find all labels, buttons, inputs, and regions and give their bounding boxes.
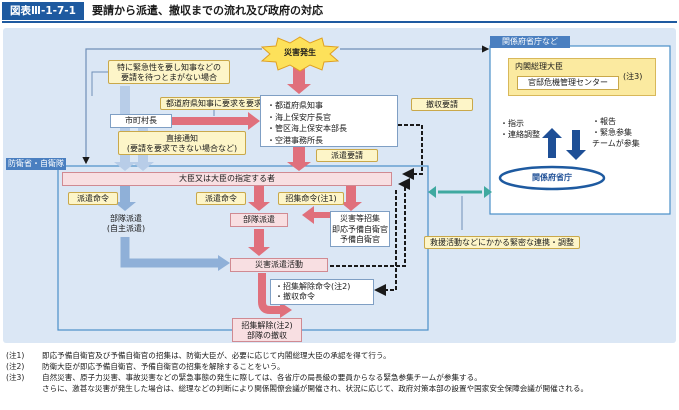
coordination-box: 救援活動などにかかる緊密な連携・調整 [424,236,580,249]
note-3: (注3) 自然災害、原子力災害、事故災害などの緊急事態の発生に際しては、各省庁の… [6,372,674,383]
ministries-label: 関係府省庁 [532,173,572,182]
self-dispatch-line2: (自主派遣) [106,224,146,233]
disaster-label: 災害発生 [284,48,316,57]
urgent-condition-box: 特に緊急性を要し知事などの 要請を待つとまがない場合 [108,60,230,84]
requester-coast-guard: ・海上保安庁長官 [267,112,331,122]
note3-mark: (注3) [623,72,643,81]
note-3-mark: (注3) [6,373,25,382]
arrow-self-dispatch-to-relief [120,237,220,268]
arrow-dispatch-to-relief [248,229,270,256]
urgent-condition-line2: 要請を待つとまがない場合 [121,73,217,82]
self-dispatch-line1: 部隊派遣 [110,214,142,223]
arrow-minister-to-reserve [340,186,362,211]
arrow-reserve-to-dispatch [302,206,330,224]
note-1: (注1) 即応予備自衛官及び予備自衛官の招集は、防衛大臣が、必要に応じて内閣総理… [6,350,674,361]
arrow-minister-to-self-dispatch [114,186,136,211]
pm-label: 内閣総理大臣 [515,62,563,71]
arrow-ministries-up [542,128,562,158]
reserve-line2: 即応予備自衛官 [332,224,388,234]
request-to-governor-box: 都道府県知事に要求を要求 [160,97,268,110]
dashed-minister-to-release [374,190,397,296]
relief-activity-box: 災害派遣活動 [230,258,328,272]
header-rule [2,21,677,23]
mod-boundary [57,165,429,331]
instruct-line2: ・連絡調整 [500,130,540,139]
withdraw-order-line: ・撤収命令 [275,292,315,301]
release-order-line: ・招集解除命令(注2) [275,282,351,291]
urgent-condition-line1: 特に緊急性を要し知事などの [117,63,221,72]
instruct-labels: ・指示 ・連絡調整 [500,118,540,140]
unit-dispatch-box: 部隊派遣 [230,213,288,227]
reserve-callup-box: 災害等招集 即応予備自衛官 予備自衛官 [330,211,390,247]
arrow-minister-to-dispatch [248,186,270,211]
line-disaster-to-mod [82,48,262,165]
note-1-mark: (注1) [6,351,25,360]
figure-header: 図表Ⅲ-1-7-1 要請から派遣、撤収までの流れ及び政府の対応 [0,0,679,23]
note-2-mark: (注2) [6,362,25,371]
note-1-text: 即応予備自衛官及び予備自衛官の招集は、防衛大臣が、必要に応じて内閣総理大臣の承認… [42,351,391,360]
mayor-box: 市町村長 [110,114,172,128]
dispatch-request-box: 派遣要請 [316,149,378,162]
report-labels: ・報告 ・緊急参集 チームが参集 [592,116,640,149]
final-release-line1: 招集解除(注2) [241,321,293,330]
direct-notice-box: 直接通知 (要請を要求できない場合など) [118,131,246,155]
requester-regional-coast-guard: ・管区海上保安本部長 [267,124,347,133]
arrow-request-to-minister [287,146,311,171]
cabinet-ministries-label: 関係府省庁など [490,36,570,48]
dispatch-order-2: 派遣命令 [196,192,246,205]
footnotes: (注1) 即応予備自衛官及び予備自衛官の招集は、防衛大臣が、必要に応じて内閣総理… [6,350,674,394]
report-line1: ・報告 [592,117,616,126]
note-4: さらに、激甚な災害が発生した場合は、総理などの判断により関係閣僚会議が開催され、… [6,383,674,394]
dashed-withdrawal-request [398,124,423,180]
withdrawal-request-box: 撤収要請 [411,98,473,111]
arrow-disaster-to-requesters [287,67,311,94]
dispatch-order-1: 派遣命令 [68,192,118,205]
minister-bar: 大臣又は大臣の指定する者 [62,172,392,186]
requester-governor: ・都道府県知事 [267,101,323,110]
note-2-text: 防衛大臣が即応予備自衛官、予備自衛官の招集を解除することをいう。 [42,362,285,371]
figure-label: 図表Ⅲ-1-7-1 [2,2,84,20]
note-4-text: さらに、激甚な災害が発生した場合は、総理などの判断により関係閣僚会議が開催され、… [42,384,589,393]
report-line3: チームが参集 [592,139,640,148]
final-release-box: 招集解除(注2) 部隊の撤収 [232,318,302,342]
crisis-center-box: 官邸危機管理センター [517,76,619,90]
final-release-line2: 部隊の撤収 [247,331,287,340]
mod-sdf-label: 防衛省・自衛隊 [6,158,66,170]
direct-notice-line2: (要請を要求できない場合など) [126,144,238,153]
arrow-relief-to-release [258,273,282,314]
note-2: (注2) 防衛大臣が即応予備自衛官、予備自衛官の招集を解除することをいう。 [6,361,674,372]
requesters-box: ・都道府県知事 ・海上保安庁長官 ・管区海上保安本部長 ・空港事務所長 [260,95,398,147]
note-4-mark [6,383,42,394]
arrow-pm-down [566,130,586,160]
note-3-text: 自然災害、原子力災害、事故災害などの緊急事態の発生に際しては、各省庁の局長級の要… [42,373,482,382]
arrow-mayor-to-requesters [172,112,260,130]
reserve-line3: 予備自衛官 [340,235,380,244]
ministries-ellipse [498,165,606,191]
requester-airport: ・空港事務所長 [267,135,323,145]
self-dispatch-box: 部隊派遣 (自主派遣) [98,212,154,236]
pm-box: 内閣総理大臣 官邸危機管理センター (注3) [508,58,656,96]
release-orders-box: ・招集解除命令(注2) ・撤収命令 [270,279,374,305]
direct-notice-line1: 直接通知 [166,134,198,143]
reserve-line1: 災害等招集 [340,214,380,223]
call-order: 招集命令(注1) [278,192,344,205]
report-line2: ・緊急参集 [592,128,632,137]
disaster-burst [260,36,340,72]
instruct-line1: ・指示 [500,119,524,128]
arrow-urgent-to-minister [114,86,136,171]
figure-title: 要請から派遣、撤収までの流れ及び政府の対応 [92,4,323,17]
dashed-relief-to-minister [330,178,410,267]
